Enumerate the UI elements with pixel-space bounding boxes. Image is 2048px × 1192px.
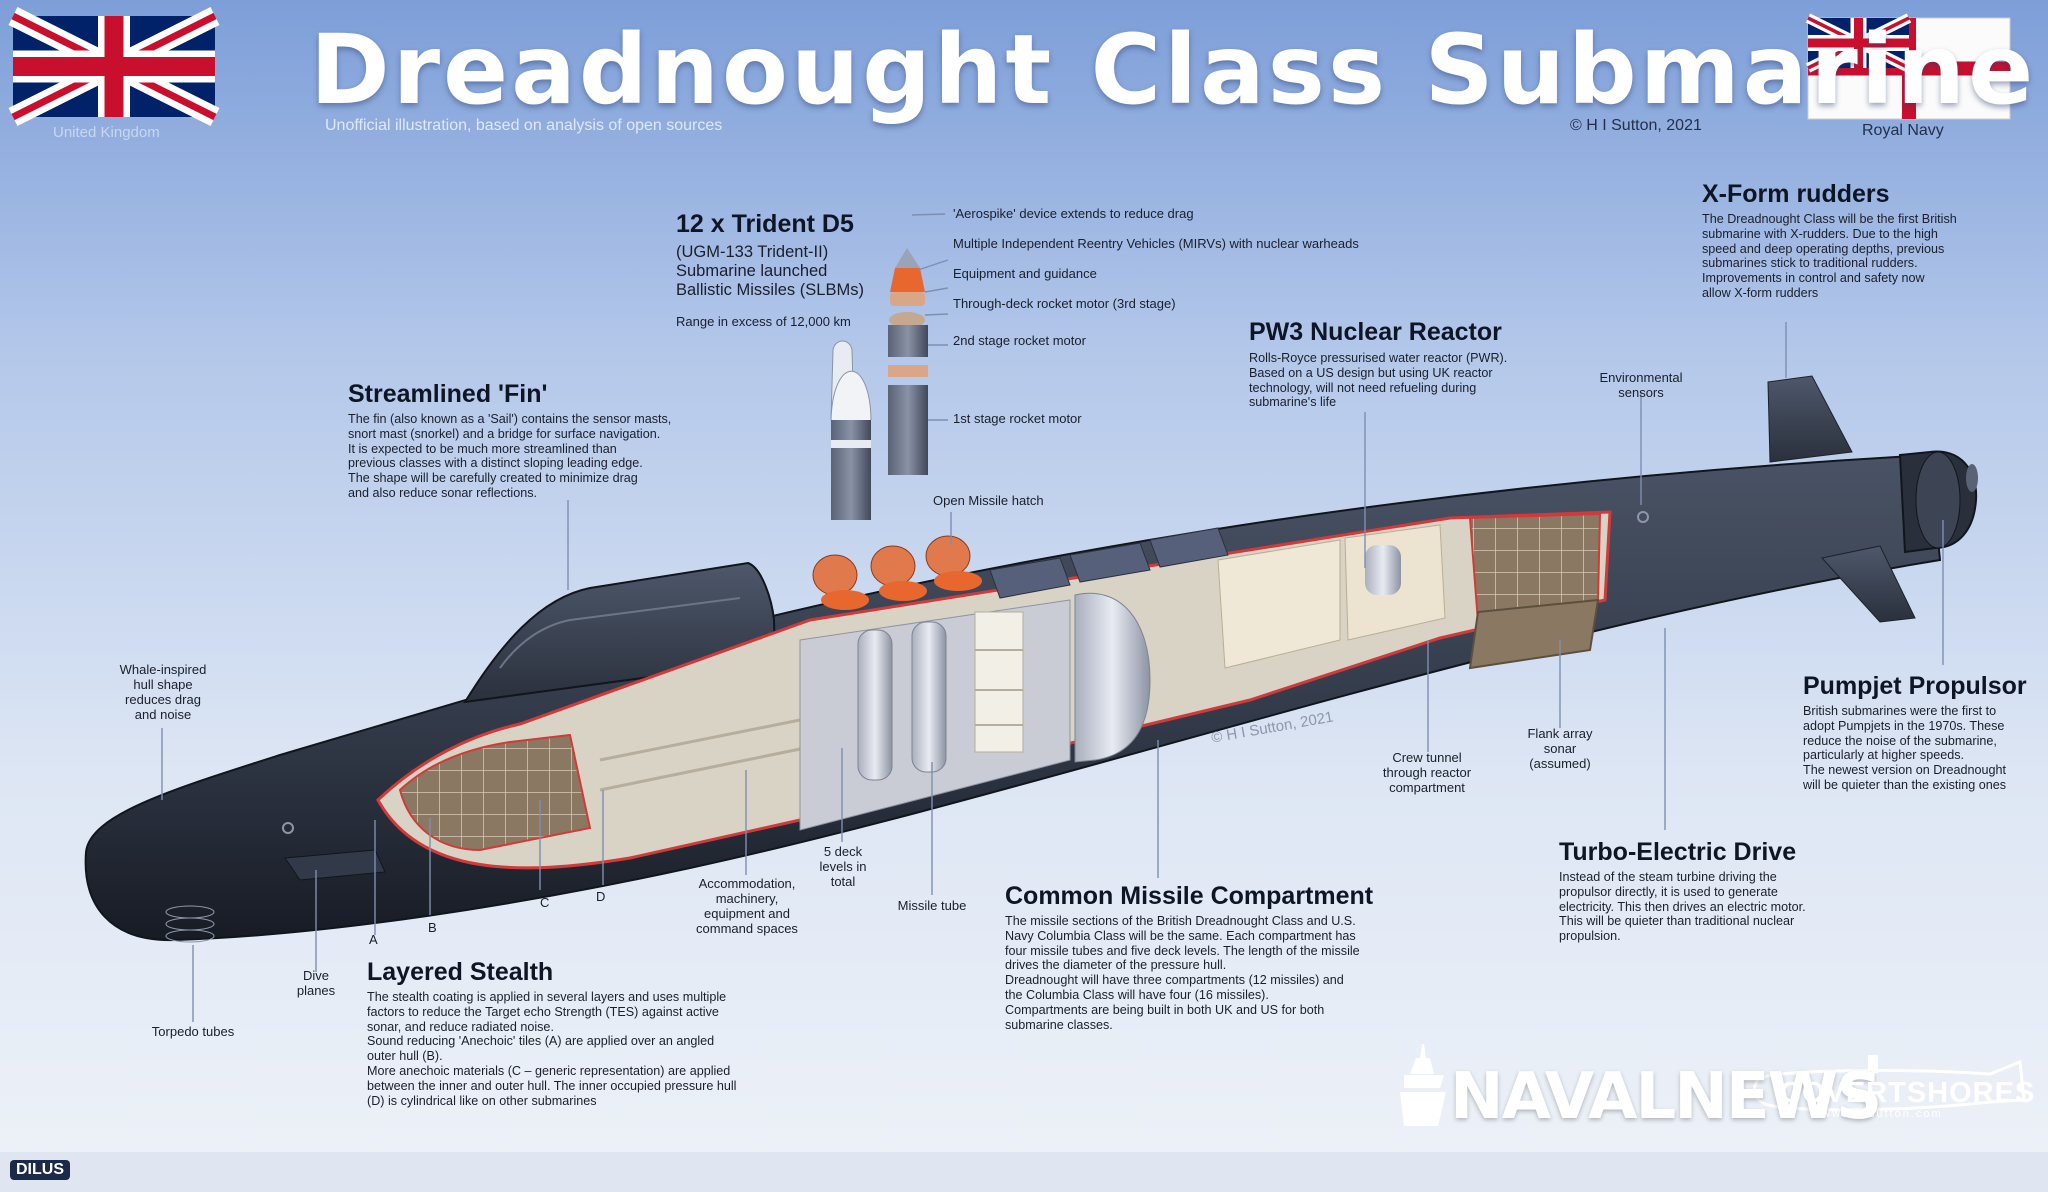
navalnews-ship-icon <box>1400 1044 1446 1126</box>
cmc-text: The missile sections of the British Drea… <box>1005 914 1360 1032</box>
stealth-title: Layered Stealth <box>367 958 554 986</box>
fin-block: Streamlined 'Fin' The fin (also known as… <box>348 380 671 501</box>
trident-range: Range in excess of 12,000 km <box>676 314 851 329</box>
rudders-title: X-Form rudders <box>1702 180 1890 208</box>
pumpjet-text: British submarines were the first to ado… <box>1803 704 2007 792</box>
royal-navy-label: Royal Navy <box>1862 122 1944 139</box>
flank-array-panel <box>1468 598 1600 670</box>
lower-rudder <box>1821 545 1916 623</box>
environmental-sensor <box>1637 511 1649 523</box>
part-stage1: 1st stage rocket motor <box>953 411 1082 426</box>
part-mirvs: Multiple Independent Reentry Vehicles (M… <box>953 236 1359 251</box>
part-stage2: 2nd stage rocket motor <box>953 333 1086 348</box>
page-title: Dreadnought Class Submarine <box>310 14 2037 126</box>
part-aerospike: 'Aerospike' device extends to reduce dra… <box>953 206 1194 221</box>
fin-title: Streamlined 'Fin' <box>348 380 548 408</box>
deck-hatches <box>989 527 1229 599</box>
trident-missile-assembled <box>830 340 872 520</box>
trident-title: 12 x Trident D5 <box>676 210 854 238</box>
turbo-block: Turbo-Electric Drive Instead of the stea… <box>1559 838 1806 944</box>
upper-rudder <box>1767 375 1853 463</box>
leader-lines <box>161 213 1944 1022</box>
fin-text: The fin (also known as a 'Sail') contain… <box>348 412 672 500</box>
label-b: B <box>428 920 437 935</box>
reactor-title: PW3 Nuclear Reactor <box>1249 318 1502 346</box>
crew-tunnel-label: Crew tunnel through reactor compartment <box>1382 750 1472 795</box>
flank-sonar-label: Flank array sonar (assumed) <box>1527 726 1593 771</box>
pumpjet-propulsor <box>1898 450 1978 554</box>
rudders-text: The Dreadnought Class will be the first … <box>1702 212 1957 300</box>
part-stage3: Through-deck rocket motor (3rd stage) <box>953 296 1176 311</box>
reactor-block: PW3 Nuclear Reactor Rolls-Royce pressuri… <box>1249 318 1507 410</box>
anechoic-tiles-forward <box>398 733 592 852</box>
torpedo-label: Torpedo tubes <box>151 1024 235 1039</box>
credit: © H I Sutton, 2021 <box>1570 117 1702 134</box>
cmc-block: Common Missile Compartment The missile s… <box>1005 882 1373 1032</box>
stealth-block: Layered Stealth The stealth coating is a… <box>367 958 736 1108</box>
accommodation-label: Accommodation, machinery, equipment and … <box>696 876 798 936</box>
corner-logo: DILUS <box>10 1160 70 1180</box>
deck-levels-label: 5 deck levels in total <box>819 844 867 889</box>
covertshores-web: www.hisutton.com <box>1822 1108 1943 1120</box>
uk-label: United Kingdom <box>53 124 160 141</box>
uk-flag-icon <box>8 7 220 126</box>
missile-stages-exploded <box>888 248 928 475</box>
pumpjet-block: Pumpjet Propulsor British submarines wer… <box>1803 672 2027 793</box>
missile-hatches <box>812 535 982 610</box>
label-d: D <box>596 889 606 904</box>
trident-desc: (UGM-133 Trident-II) Submarine launched … <box>676 243 864 299</box>
reactor-section <box>1217 524 1446 669</box>
covertshores-sub-icon <box>1753 1059 2026 1112</box>
torpedo-tube-doors <box>165 905 215 943</box>
label-c: C <box>540 895 550 910</box>
whale-label: Whale-inspired hull shape reduces drag a… <box>119 662 207 722</box>
rudders-block: X-Form rudders The Dreadnought Class wil… <box>1702 180 1957 301</box>
reactor-text: Rolls-Royce pressurised water reactor (P… <box>1249 351 1508 410</box>
turbo-text: Instead of the steam turbine driving the… <box>1559 870 1806 944</box>
part-guidance: Equipment and guidance <box>953 266 1097 281</box>
dive-planes-label: Dive planes <box>296 968 336 998</box>
label-a: A <box>369 932 378 947</box>
open-hatch-label: Open Missile hatch <box>933 493 1044 508</box>
stealth-text: The stealth coating is applied in severa… <box>367 990 737 1108</box>
pumpjet-title: Pumpjet Propulsor <box>1803 672 2027 700</box>
page-subtitle: Unofficial illustration, based on analys… <box>325 117 723 134</box>
turbo-title: Turbo-Electric Drive <box>1559 838 1797 866</box>
dive-plane <box>284 849 386 881</box>
navalnews-logo: NAVALNEWS <box>1450 1060 1882 1134</box>
covertshores-logo: COVERTSHORES <box>1780 1077 2036 1109</box>
env-sensors-label: Environmental sensors <box>1599 370 1683 400</box>
missile-tube-label: Missile tube <box>897 898 967 913</box>
cmc-title: Common Missile Compartment <box>1005 882 1374 910</box>
trident-block: 12 x Trident D5 (UGM-133 Trident-II) Sub… <box>676 210 864 329</box>
missile-compartment <box>799 592 1151 831</box>
white-ensign-icon <box>1805 13 2011 120</box>
sonar-port <box>282 822 294 834</box>
